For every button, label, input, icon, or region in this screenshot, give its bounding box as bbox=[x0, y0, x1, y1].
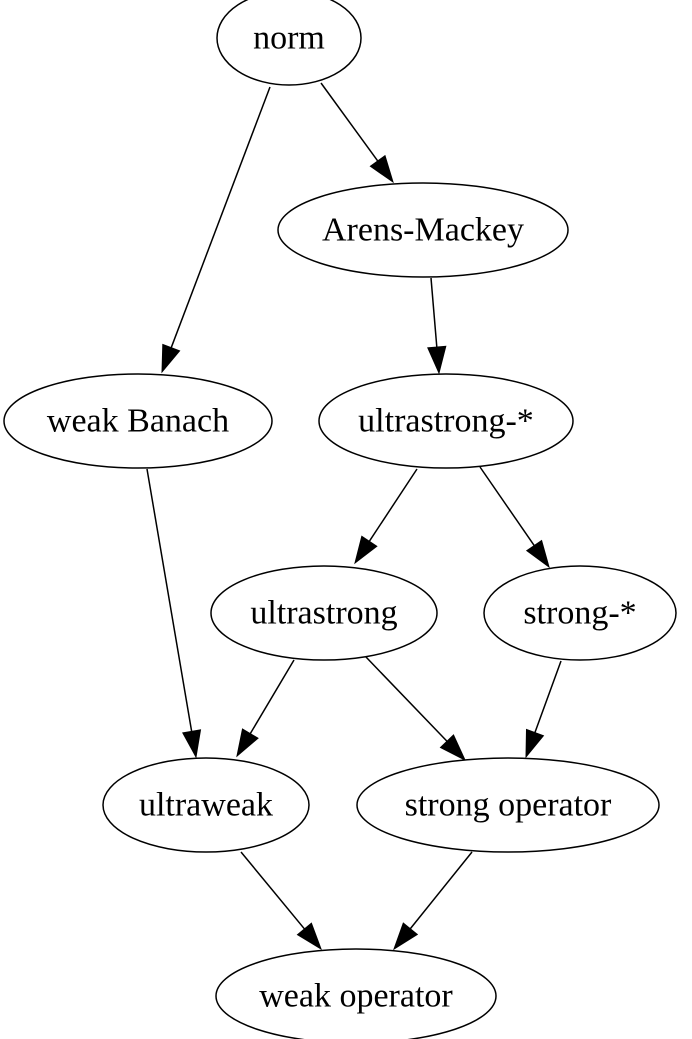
edge-weak-banach-to-ultraweak bbox=[146, 468, 202, 759]
node-ellipse bbox=[210, 565, 438, 661]
node-ultraweak: ultraweak bbox=[102, 757, 310, 853]
edge-line bbox=[249, 659, 295, 735]
node-label: weak Banach bbox=[47, 403, 229, 440]
edge-line bbox=[534, 660, 562, 733]
node-ellipse bbox=[277, 182, 569, 278]
edge-line bbox=[479, 466, 535, 547]
node-ellipse bbox=[483, 565, 677, 661]
edge-arens-mackey-to-ultrastrong-star bbox=[427, 277, 447, 375]
node-ellipse bbox=[356, 757, 660, 853]
node-label: Arens-Mackey bbox=[322, 212, 524, 249]
arrowhead bbox=[439, 734, 467, 762]
edge-line bbox=[320, 82, 379, 162]
arrowhead bbox=[296, 922, 322, 951]
node-label: ultraweak bbox=[139, 787, 273, 824]
edge-ultrastrong-star-to-strong-star bbox=[479, 466, 550, 569]
edge-ultrastrong-to-strong-operator bbox=[365, 656, 467, 762]
node-label: ultrastrong bbox=[250, 595, 397, 632]
node-arens-mackey: Arens-Mackey bbox=[277, 182, 569, 278]
arrowhead bbox=[393, 922, 419, 951]
node-ellipse bbox=[318, 373, 574, 469]
node-ellipse bbox=[215, 948, 497, 1039]
arrowhead bbox=[525, 728, 545, 759]
edge-line bbox=[240, 851, 306, 930]
node-label: strong-* bbox=[523, 595, 636, 632]
arrowhead bbox=[182, 729, 202, 759]
edge-line bbox=[368, 468, 418, 542]
edge-strong-star-to-strong-operator bbox=[525, 660, 562, 759]
node-label: ultrastrong-* bbox=[358, 403, 534, 440]
node-weak-banach: weak Banach bbox=[3, 373, 273, 469]
edge-norm-to-arens-mackey bbox=[320, 82, 394, 184]
edge-ultraweak-to-weak-operator bbox=[240, 851, 322, 951]
node-norm: norm bbox=[216, 0, 362, 86]
node-strong-operator: strong operator bbox=[356, 757, 660, 853]
edge-line bbox=[365, 656, 448, 742]
node-label: weak operator bbox=[259, 978, 453, 1015]
node-label: norm bbox=[253, 20, 325, 57]
edge-strong-operator-to-weak-operator bbox=[393, 851, 473, 951]
edge-line bbox=[170, 86, 271, 348]
arrowhead bbox=[525, 539, 550, 569]
edge-ultrastrong-star-to-ultrastrong bbox=[354, 468, 418, 565]
node-ellipse bbox=[102, 757, 310, 853]
node-weak-operator: weak operator bbox=[215, 948, 497, 1039]
node-strong-star: strong-* bbox=[483, 565, 677, 661]
node-ellipse bbox=[3, 373, 273, 469]
arrowhead bbox=[354, 535, 378, 565]
node-ultrastrong-star: ultrastrong-* bbox=[318, 373, 574, 469]
arrowhead bbox=[427, 345, 447, 375]
node-ellipse bbox=[216, 0, 362, 86]
edge-norm-to-weak-banach bbox=[161, 86, 271, 374]
edge-line bbox=[430, 277, 438, 348]
arrowhead bbox=[236, 728, 259, 758]
node-ultrastrong: ultrastrong bbox=[210, 565, 438, 661]
edges-layer bbox=[146, 82, 562, 951]
edge-line bbox=[146, 468, 193, 732]
node-label: strong operator bbox=[405, 787, 612, 824]
arrowhead bbox=[161, 343, 181, 374]
edge-ultrastrong-to-ultraweak bbox=[236, 659, 295, 758]
arrowhead bbox=[369, 154, 394, 184]
edge-line bbox=[409, 851, 473, 930]
